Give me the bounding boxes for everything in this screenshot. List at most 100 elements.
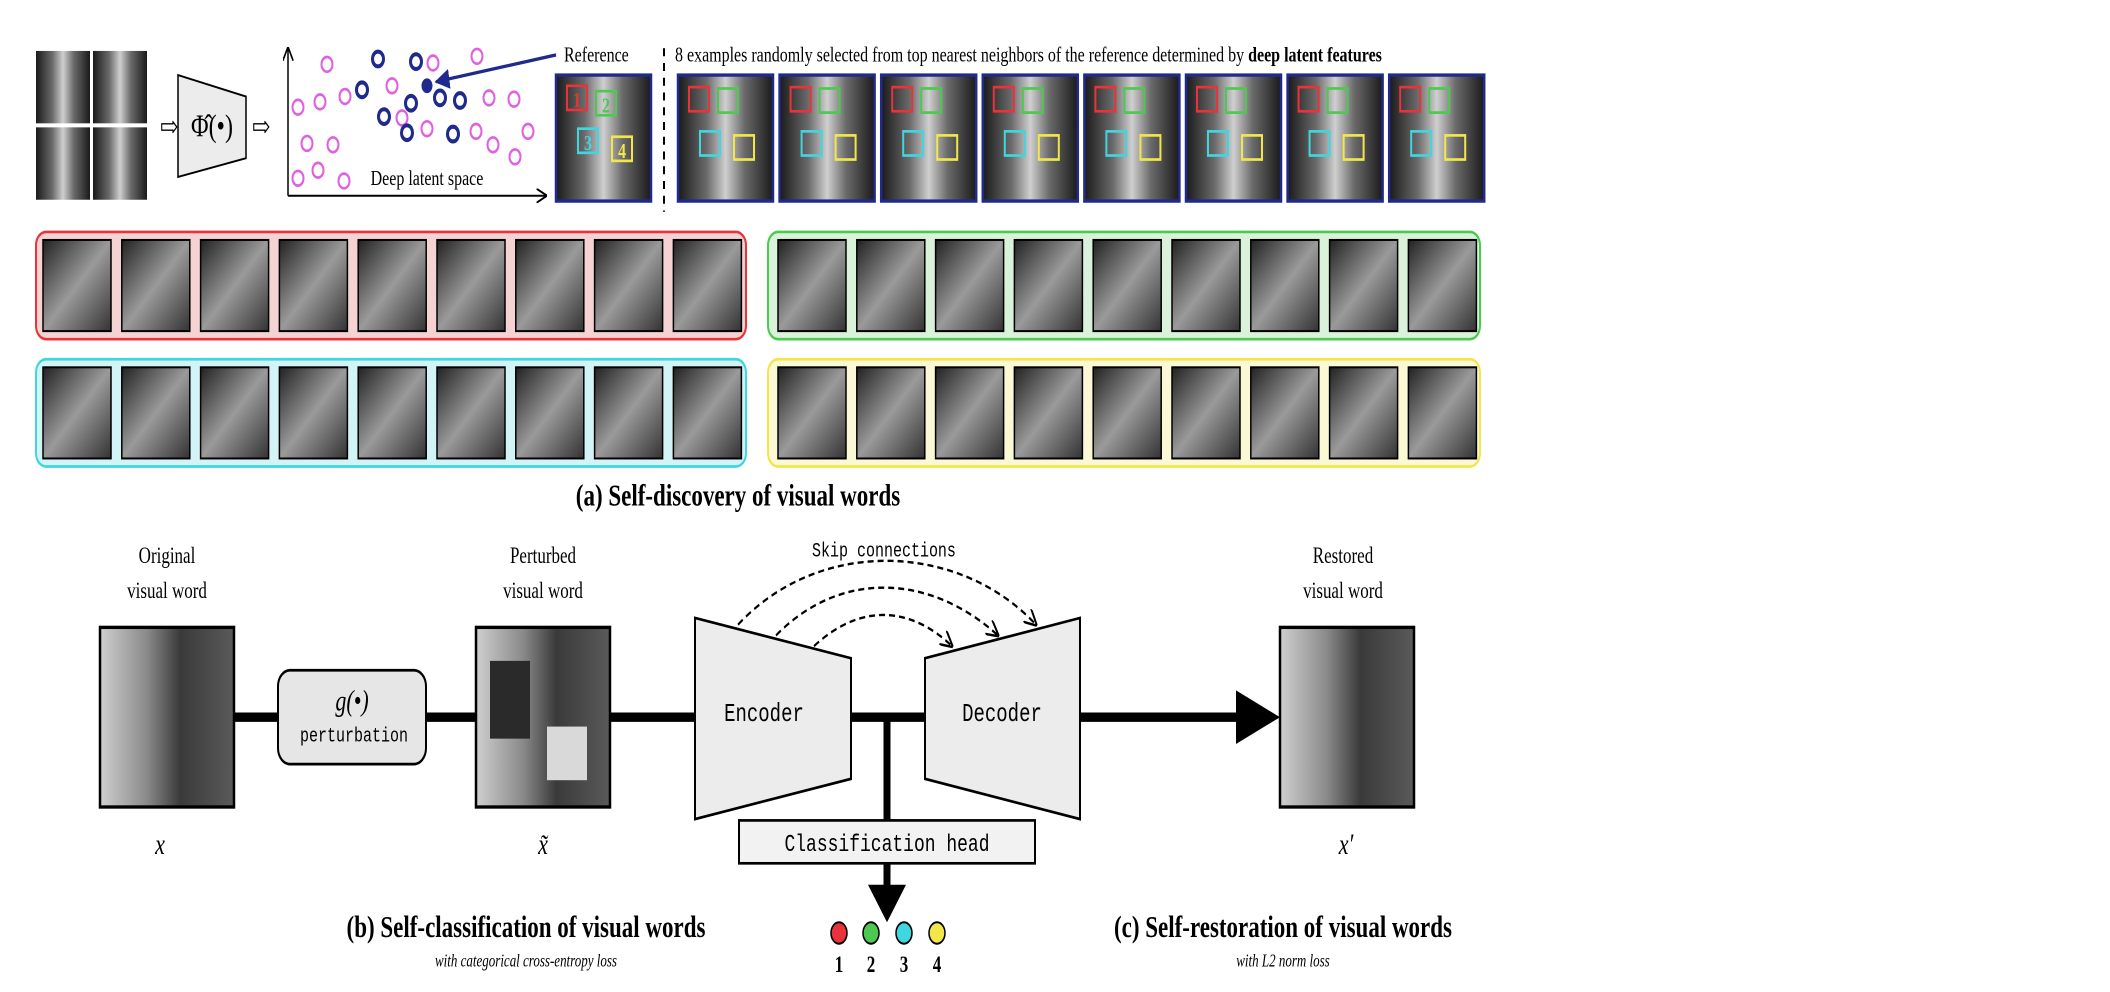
skip-connection-inner	[813, 613, 952, 646]
visual-word-patch-cyan	[42, 366, 112, 460]
latent-point	[469, 122, 483, 141]
latent-point	[507, 90, 521, 108]
classification-head-box: Classification head	[738, 819, 1036, 865]
visual-word-patch-red	[593, 238, 664, 333]
visual-word-patch-cyan	[593, 366, 664, 460]
panel-yellow	[767, 357, 1481, 468]
latent-point	[337, 172, 351, 190]
class-dot-3	[895, 921, 913, 945]
visual-word-patch-yellow	[856, 366, 926, 460]
region-number-2: 2	[602, 94, 610, 118]
latent-point	[426, 54, 440, 72]
caption-c: (c) Self-restoration of visual words	[1114, 910, 1452, 944]
latent-point	[320, 55, 334, 74]
visual-word-patch-cyan	[515, 366, 585, 460]
latent-neighbor-point	[371, 49, 385, 69]
latent-space-label: Deep latent space	[371, 167, 484, 191]
panel-green	[767, 230, 1481, 341]
class-label-4: 4	[933, 953, 941, 978]
restored-visual-word	[1278, 625, 1416, 809]
visual-word-patch-red	[121, 238, 191, 333]
neighbor-xray	[1184, 73, 1283, 203]
latent-neighbor-point	[446, 124, 460, 144]
perturbed-label-line2: visual word	[503, 579, 583, 604]
latent-points	[291, 47, 535, 190]
visual-word-patch-yellow	[1407, 366, 1478, 460]
latent-point	[521, 122, 535, 141]
classification-arrowhead	[868, 884, 906, 923]
perturbation-box: g(•) perturbation	[277, 668, 427, 766]
encoder-block: Encoder	[694, 616, 852, 821]
visual-word-patch-red	[42, 238, 112, 333]
latent-neighbor-point	[404, 93, 418, 113]
class-dot-4	[928, 921, 946, 945]
latent-point	[313, 93, 327, 111]
classification-head-label: Classification head	[784, 832, 989, 859]
perturbation-symbol: g(•)	[335, 684, 368, 717]
latent-point	[508, 148, 522, 166]
visual-word-patch-cyan	[357, 366, 427, 460]
caption-a: (a) Self-discovery of visual words	[576, 478, 900, 512]
decoder-block: Decoder	[924, 616, 1081, 821]
original-symbol: x	[154, 828, 165, 861]
neighbor-xray	[1083, 73, 1181, 203]
figure-canvas: ⇨ Φ̂(•) ⇨ Deep latent space Reference 1 …	[35, 44, 1486, 978]
neighbors-caption: 8 examples randomly selected from top ne…	[675, 44, 1382, 68]
class-label-2: 2	[867, 953, 875, 978]
visual-word-patch-green	[934, 238, 1005, 333]
neighbor-xray	[778, 73, 876, 203]
visual-word-patch-yellow	[1092, 366, 1162, 460]
latent-point	[482, 89, 496, 107]
perturbed-symbol: x̃	[537, 828, 549, 861]
visual-word-patch-red	[515, 238, 585, 333]
reference-xray: 1 2 3 4	[554, 73, 653, 203]
skip-connection-outer	[737, 559, 1036, 625]
subcaption-c: with L2 norm loss	[1236, 952, 1329, 971]
skip-connections-label: Skip connections	[812, 540, 956, 563]
latent-point	[291, 169, 305, 188]
visual-word-patch-red	[199, 238, 270, 333]
latent-reference-point	[421, 78, 433, 94]
latent-neighbor-point	[433, 88, 447, 108]
visual-word-patch-green	[1407, 238, 1478, 333]
perturb-patch-dark	[490, 660, 530, 739]
latent-neighbor-point	[409, 52, 423, 72]
original-visual-word	[98, 625, 236, 809]
visual-word-patch-green	[1250, 238, 1320, 333]
visual-word-patch-green	[1328, 238, 1399, 333]
visual-word-patch-yellow	[1250, 366, 1320, 460]
region-number-3: 3	[584, 132, 592, 156]
visual-word-patch-yellow	[1328, 366, 1399, 460]
visual-word-patch-yellow	[777, 366, 847, 460]
latent-point	[395, 109, 409, 127]
visual-word-patch-green	[1171, 238, 1241, 333]
visual-word-patch-green	[1013, 238, 1084, 333]
visual-word-patch-red	[436, 238, 506, 333]
latent-point	[311, 161, 325, 179]
subcaption-b: with categorical cross-entropy loss	[435, 952, 617, 971]
class-dot-2	[862, 921, 880, 945]
class-label-3: 3	[900, 953, 908, 978]
latent-point	[470, 47, 484, 66]
arrow-to-latent-icon: ⇨	[252, 111, 270, 144]
neighbor-xray	[1387, 73, 1486, 203]
output-arrowhead	[1236, 690, 1280, 744]
visual-word-patch-cyan	[199, 366, 270, 460]
neighbor-xray	[1286, 73, 1384, 203]
class-dot-1	[830, 921, 848, 945]
latent-point	[486, 136, 500, 154]
arrow-to-encoder-icon: ⇨	[160, 111, 178, 144]
latent-point	[326, 136, 340, 154]
latent-point	[385, 77, 399, 95]
visual-word-patch-green	[777, 238, 847, 333]
latent-point	[291, 98, 305, 116]
reference-label: Reference	[564, 44, 629, 68]
latent-neighbor-point	[400, 123, 414, 143]
visual-word-patch-cyan	[278, 366, 349, 460]
caption-b: (b) Self-classification of visual words	[347, 910, 706, 944]
restored-label-line1: Restored	[1313, 544, 1373, 569]
region-number-1: 1	[573, 89, 581, 113]
latent-point	[420, 119, 434, 138]
restored-label-line2: visual word	[1303, 579, 1383, 604]
